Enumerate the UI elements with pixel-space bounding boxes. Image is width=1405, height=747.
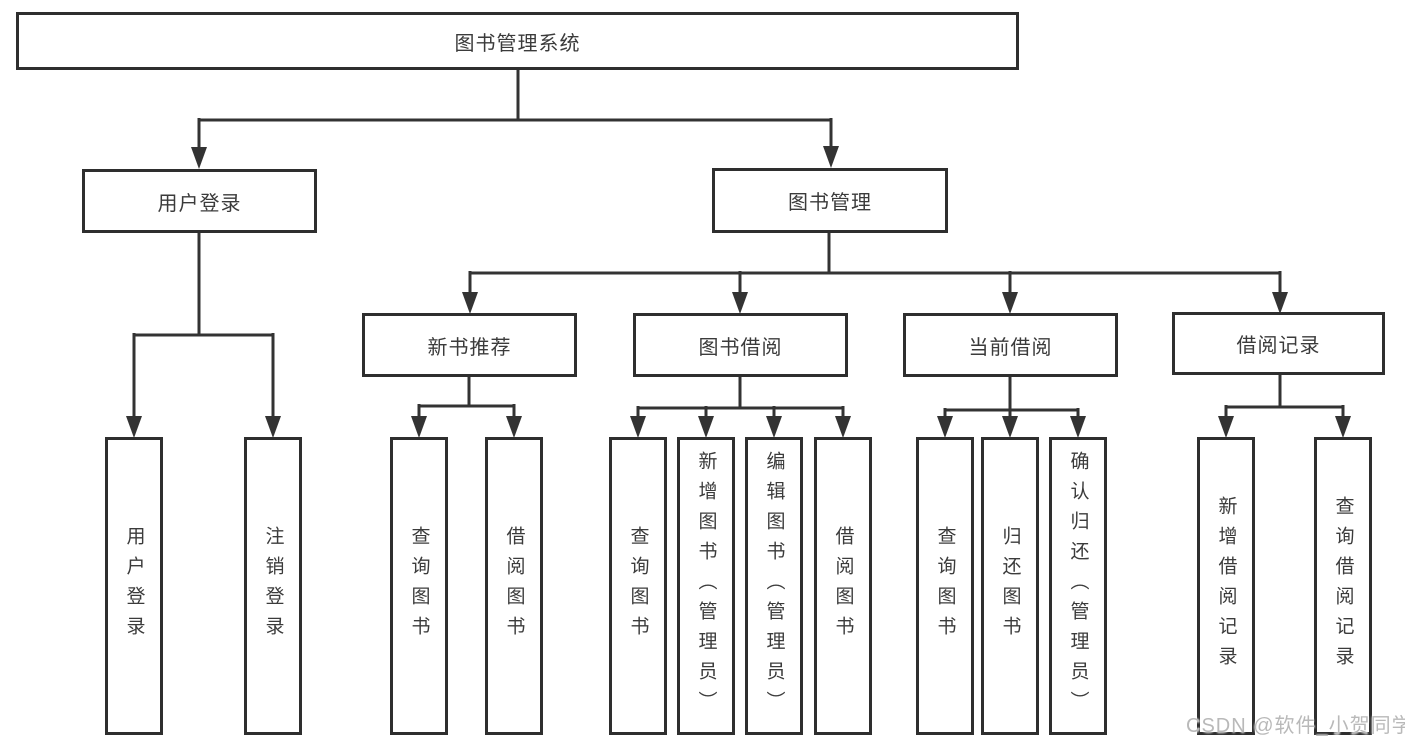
node-root: 图书管理系统 — [16, 12, 1019, 70]
leaf-label: 新增图书（管理员） — [695, 451, 717, 721]
leaf-label: 新增借阅记录 — [1215, 496, 1237, 676]
arrow-down — [698, 406, 714, 438]
arrow-down — [126, 333, 142, 438]
node-book-borrow: 图书借阅 — [633, 313, 848, 377]
leaf-label: 确认归还（管理员） — [1067, 451, 1089, 721]
leaf-add-borrow-record: 新增借阅记录 — [1197, 437, 1255, 735]
leaf-user-login: 用户登录 — [105, 437, 163, 735]
leaf-label: 借阅图书 — [503, 526, 525, 646]
leaf-label: 查询图书 — [934, 526, 956, 646]
node-current-borrow: 当前借阅 — [903, 313, 1118, 377]
leaf-label: 用户登录 — [123, 526, 145, 646]
arrow-down — [732, 271, 748, 314]
leaf-query-borrow-record: 查询借阅记录 — [1314, 437, 1372, 735]
leaf-label: 注销登录 — [262, 526, 284, 646]
arrow-down — [506, 404, 522, 438]
node-book-management: 图书管理 — [712, 168, 948, 233]
arrow-down — [835, 406, 851, 438]
arrow-down — [1070, 408, 1086, 438]
leaf-return-books: 归还图书 — [981, 437, 1039, 735]
arrow-down — [1002, 271, 1018, 314]
arrow-down — [1272, 271, 1288, 314]
leaf-query-books-3: 查询图书 — [916, 437, 974, 735]
leaf-borrow-books-1: 借阅图书 — [485, 437, 543, 735]
arrow-down — [823, 118, 839, 168]
leaf-logout: 注销登录 — [244, 437, 302, 735]
arrow-down — [630, 406, 646, 438]
leaf-label: 查询借阅记录 — [1332, 496, 1354, 676]
leaf-label: 查询图书 — [627, 526, 649, 646]
leaf-label: 查询图书 — [408, 526, 430, 646]
watermark: CSDN @软件_小贺同学 — [1186, 715, 1405, 737]
arrow-down — [1335, 405, 1351, 438]
arrow-down — [265, 333, 281, 438]
leaf-label: 借阅图书 — [832, 526, 854, 646]
arrow-down — [1002, 408, 1018, 438]
leaf-confirm-return-admin: 确认归还（管理员） — [1049, 437, 1107, 735]
leaf-borrow-books-2: 借阅图书 — [814, 437, 872, 735]
node-new-book-recommend: 新书推荐 — [362, 313, 577, 377]
arrow-down — [191, 118, 207, 169]
leaf-edit-book-admin: 编辑图书（管理员） — [745, 437, 803, 735]
node-user-login: 用户登录 — [82, 169, 317, 233]
arrow-down — [937, 408, 953, 438]
arrow-down — [462, 271, 478, 314]
arrow-down — [766, 406, 782, 438]
leaf-query-books-2: 查询图书 — [609, 437, 667, 735]
node-borrow-records: 借阅记录 — [1172, 312, 1385, 375]
leaf-label: 编辑图书（管理员） — [763, 451, 785, 721]
arrow-down — [1218, 405, 1234, 438]
arrow-down — [411, 404, 427, 438]
leaf-query-books-1: 查询图书 — [390, 437, 448, 735]
leaf-label: 归还图书 — [999, 526, 1021, 646]
leaf-add-book-admin: 新增图书（管理员） — [677, 437, 735, 735]
